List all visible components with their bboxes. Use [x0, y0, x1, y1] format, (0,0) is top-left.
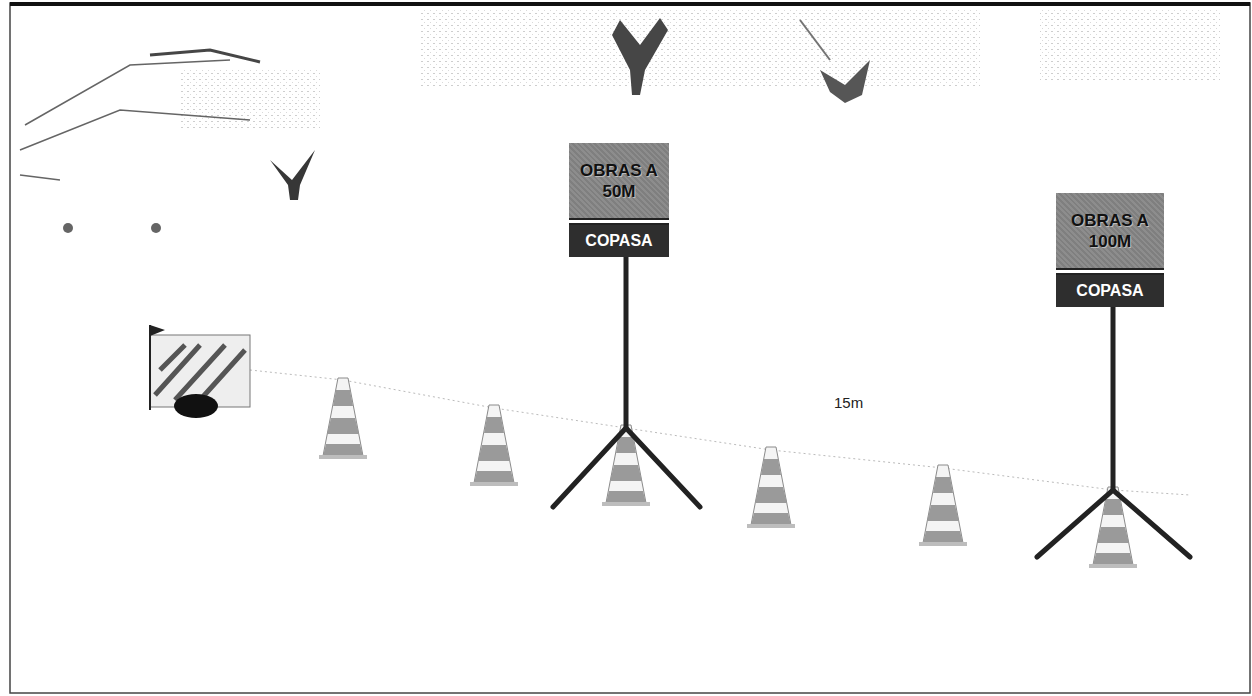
sign-warning-text: OBRAS A 100M — [1062, 210, 1158, 252]
tape-line — [250, 370, 1190, 495]
sign-brand-text: COPASA — [585, 231, 652, 251]
barrier — [150, 325, 250, 418]
sign-divider — [1056, 268, 1164, 275]
sign-stands — [553, 250, 1190, 557]
road-sign: OBRAS A 50M COPASA — [569, 143, 669, 257]
sign-warning-text: OBRAS A 50M — [575, 160, 663, 202]
frame — [10, 3, 1250, 693]
dimension-label: 15m — [834, 394, 863, 411]
background-trees — [20, 8, 1220, 233]
sign-divider — [569, 218, 669, 225]
sign-band: COPASA — [569, 225, 669, 257]
traffic-cones — [319, 378, 1137, 568]
road-sign: OBRAS A 100M COPASA — [1056, 193, 1164, 307]
sign-band: COPASA — [1056, 275, 1164, 307]
sign-panel: OBRAS A 50M — [569, 143, 669, 218]
sign-panel: OBRAS A 100M — [1056, 193, 1164, 268]
sign-brand-text: COPASA — [1076, 281, 1143, 301]
frame-top — [10, 2, 1250, 6]
